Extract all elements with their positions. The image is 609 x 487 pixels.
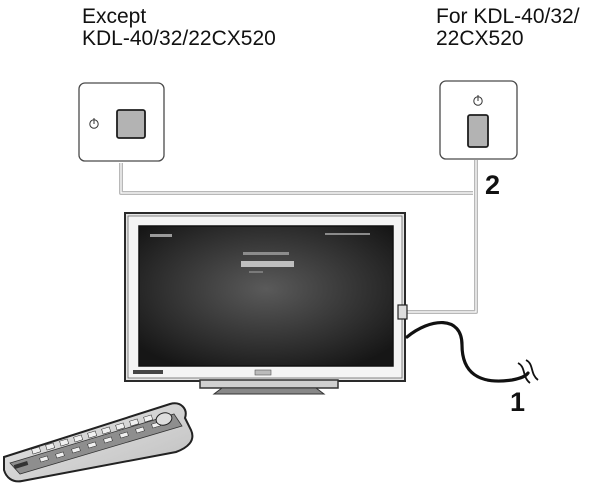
label-for-line2: 22CX520	[436, 27, 524, 50]
label-except-line1: Except	[82, 5, 147, 28]
power-icon	[473, 95, 483, 106]
cable-break-mark	[517, 359, 539, 384]
remote-control	[3, 402, 194, 483]
label-for-models: For KDL-40/32/ 22CX520	[436, 6, 580, 50]
label-except-models: Except KDL-40/32/22CX520	[82, 6, 276, 50]
step-number-2: 2	[485, 170, 501, 200]
label-except-line2: KDL-40/32/22CX520	[82, 27, 276, 50]
step-number-1: 1	[510, 387, 526, 417]
detail-box-right	[439, 80, 518, 160]
tv-side-power-button	[397, 304, 408, 320]
power-button-left	[116, 109, 146, 139]
power-cable	[405, 321, 530, 383]
on-screen-menu	[150, 233, 370, 273]
power-button-right	[467, 114, 489, 148]
tv-screen	[138, 225, 394, 367]
power-icon	[89, 118, 99, 129]
detail-box-left	[78, 82, 165, 162]
label-for-line1: For KDL-40/32/	[436, 5, 580, 28]
television	[124, 212, 408, 395]
